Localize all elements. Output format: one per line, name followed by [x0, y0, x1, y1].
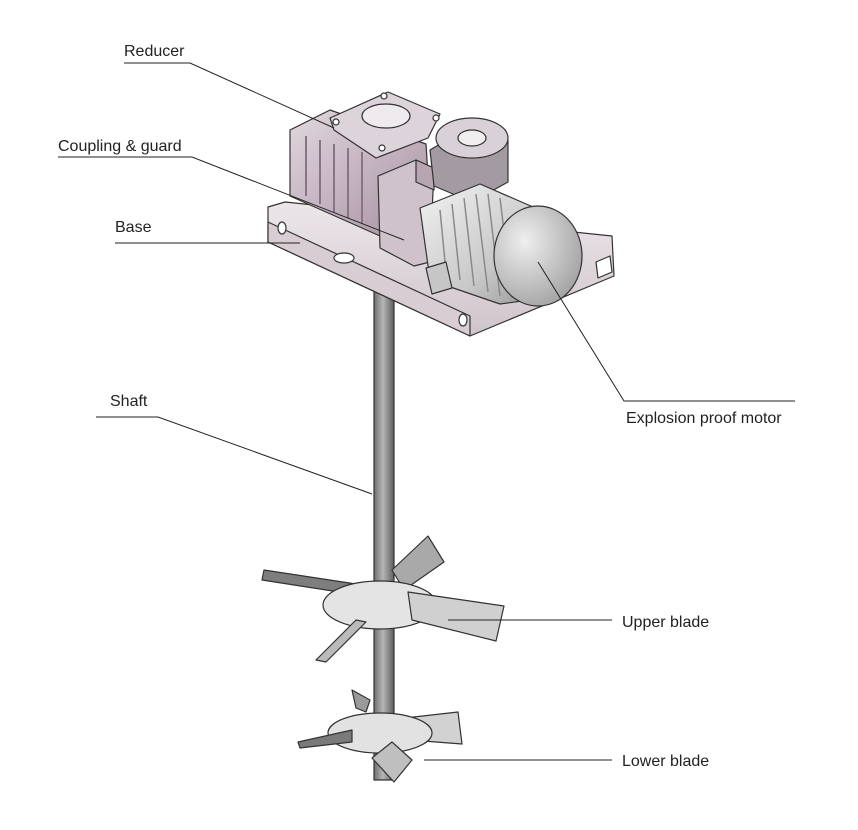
- leader-motor: [537, 261, 795, 402]
- leader-reducer: [124, 62, 335, 129]
- leader-shaft: [96, 416, 373, 495]
- label-explosion-proof-motor: Explosion proof motor: [626, 410, 782, 427]
- leader-coupling-guard: [58, 156, 405, 241]
- leader-lines: [58, 62, 795, 761]
- label-coupling-guard: Coupling & guard: [58, 138, 182, 155]
- upper-blade: [261, 535, 505, 663]
- coupling-guard: [377, 159, 435, 267]
- labels: Reducer Coupling & guard Base Shaft Expl…: [58, 43, 782, 770]
- label-reducer: Reducer: [124, 43, 185, 60]
- label-upper-blade: Upper blade: [622, 614, 709, 631]
- label-base: Base: [115, 219, 152, 236]
- label-lower-blade: Lower blade: [622, 753, 709, 770]
- shaft: [373, 289, 395, 781]
- reducer: [289, 91, 441, 237]
- label-shaft: Shaft: [110, 393, 148, 410]
- explosion-proof-motor: [419, 183, 583, 307]
- terminal-box: [429, 117, 509, 203]
- lower-blade: [297, 689, 463, 783]
